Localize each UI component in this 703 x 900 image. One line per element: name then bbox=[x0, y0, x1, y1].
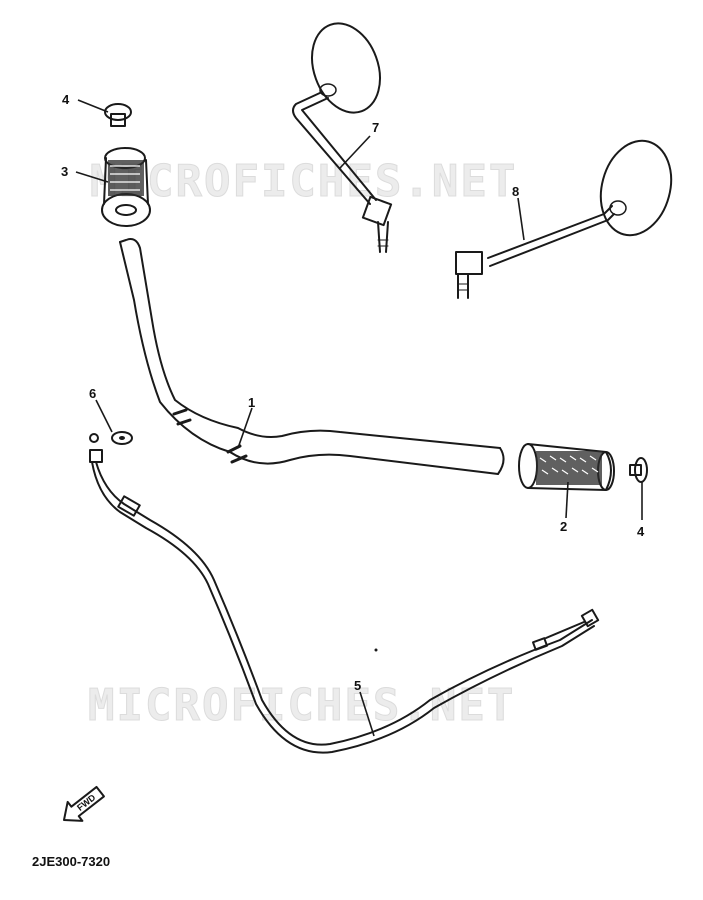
watermark-bottom: MICROFICHES.NET bbox=[88, 680, 515, 731]
leader-lines bbox=[75, 99, 643, 737]
callouts: 4 3 6 1 7 8 2 4 5 bbox=[61, 92, 645, 693]
handlebar bbox=[119, 238, 505, 475]
watermark-top: MICROFICHES.NET bbox=[90, 156, 517, 207]
forward-arrow-icon: FWD bbox=[63, 785, 105, 822]
callout-4-right: 4 bbox=[637, 524, 645, 539]
left-grip bbox=[101, 147, 151, 227]
diagram-code: 2JE300-7320 bbox=[32, 854, 110, 869]
cable-adjuster bbox=[111, 431, 133, 445]
mirror-left bbox=[292, 22, 393, 253]
callout-7: 7 bbox=[372, 120, 379, 135]
bar-end-left bbox=[104, 103, 132, 127]
callout-1: 1 bbox=[248, 395, 255, 410]
throttle-cable bbox=[89, 433, 600, 754]
mirror-right bbox=[455, 139, 673, 299]
callout-6: 6 bbox=[89, 386, 96, 401]
callout-2: 2 bbox=[560, 519, 567, 534]
callout-3: 3 bbox=[61, 164, 68, 179]
callout-5: 5 bbox=[354, 678, 361, 693]
stray-dot bbox=[374, 648, 378, 652]
callout-4-left: 4 bbox=[62, 92, 70, 107]
bar-end-right bbox=[629, 457, 648, 483]
callout-8: 8 bbox=[512, 184, 519, 199]
right-grip bbox=[518, 443, 615, 491]
